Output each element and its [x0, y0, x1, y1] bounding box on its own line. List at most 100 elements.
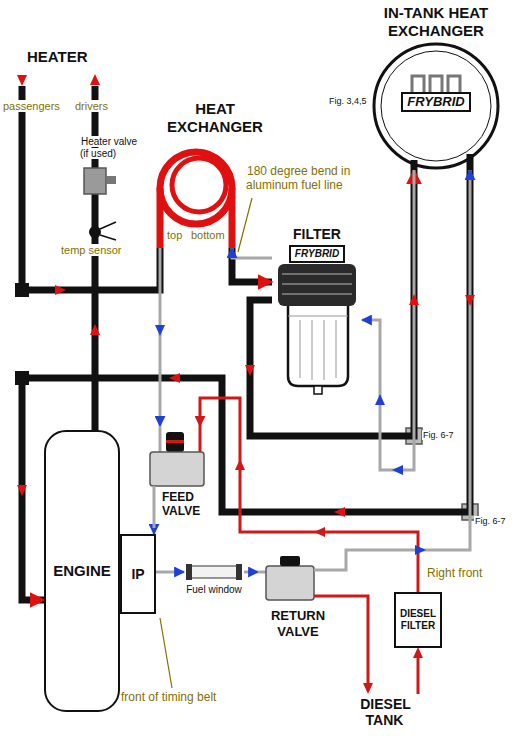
- fuel-filter-art: [314, 386, 322, 394]
- heater-valve: [106, 176, 116, 184]
- return-valve: RETURN VALVE: [258, 556, 338, 652]
- fuel-window-art: [188, 566, 240, 578]
- fuel-filter-art: [278, 264, 356, 306]
- temp-sensor: [89, 226, 101, 238]
- part-label: HEATER: [26, 48, 89, 65]
- node-label: DIESEL FILTER: [396, 608, 440, 632]
- hose-note: passengers: [2, 100, 61, 113]
- diesel-filter: DIESEL FILTER: [394, 592, 442, 648]
- diesel-line: [417, 658, 420, 694]
- figure-ref: Fig. 6-7: [422, 430, 455, 441]
- coolant-arrow: [90, 324, 100, 335]
- node-label: FILTER: [272, 226, 362, 243]
- fuel-line: [156, 571, 184, 574]
- coolant-hose: [232, 248, 272, 282]
- hose-note: drivers: [74, 100, 109, 113]
- fuel-filter-art: [288, 306, 348, 386]
- coolant-arrow: [169, 373, 180, 383]
- diesel-arrow: [413, 647, 423, 658]
- fuel-arrow: [155, 325, 165, 336]
- heat-exchanger-coil-art: [160, 188, 232, 248]
- fuel-arrow: [392, 465, 403, 475]
- fuel-line: [232, 248, 272, 258]
- coolant-hose: [22, 86, 160, 290]
- return-valve-art: [314, 569, 338, 572]
- fuel-window-art: [184, 560, 244, 604]
- feed-valve-art: [166, 432, 184, 452]
- feed-valve: FEED VALVE: [140, 426, 210, 528]
- part-note: temp sensor: [60, 244, 123, 256]
- part-label: Heater valve (if used): [80, 136, 146, 160]
- fuel-window: Fuel window: [184, 560, 244, 604]
- brand-plate: FRYBRID: [401, 92, 471, 112]
- diesel-arrow: [314, 527, 325, 537]
- feed-valve-art: [166, 440, 184, 443]
- port-label: bottom: [190, 229, 226, 242]
- part-label: DIESEL TANK: [359, 696, 411, 728]
- diesel-arrow: [235, 459, 245, 470]
- hose-note: drivers: [74, 100, 109, 112]
- brand-plate: FRYBRID: [289, 245, 345, 263]
- fuel-filter: FILTER FRYBRID: [272, 226, 362, 396]
- fuel-filter-art: [288, 316, 348, 380]
- coolant-arrow: [90, 74, 100, 85]
- fuel-window-art: [236, 564, 242, 580]
- node-label: ENGINE: [53, 562, 111, 580]
- temp-sensor: [100, 222, 116, 240]
- figure-ref: Fig. 3,4,5: [328, 96, 368, 107]
- node-label: HEAT EXCHANGER: [150, 100, 280, 136]
- node-label: Fuel window: [184, 584, 244, 596]
- node-label: IP: [131, 566, 144, 583]
- in-tank-heat-exchanger: IN-TANK HEAT EXCHANGER FRYBRID: [368, 4, 504, 170]
- figure-ref: Fig. 6-7: [474, 516, 507, 526]
- figure-ref: Fig. 6-7: [474, 516, 507, 527]
- part-label: HEATER: [26, 48, 89, 66]
- port-label: top: [166, 229, 183, 242]
- in-tank-heat-exchanger-art: [374, 44, 498, 168]
- figure-ref: Fig. 6-7: [422, 430, 455, 440]
- node-label: RETURN VALVE: [258, 608, 338, 640]
- in-tank-heat-exchanger-art: [381, 51, 491, 161]
- diesel-line: [200, 398, 418, 592]
- coolant-arrow: [17, 485, 27, 496]
- leader-line: [160, 618, 172, 688]
- location-note: Right front: [426, 566, 483, 580]
- coolant-arrow: [465, 295, 475, 306]
- fuel-line: [244, 571, 258, 574]
- temp-sensor: [89, 222, 116, 240]
- diesel-line: [338, 596, 368, 684]
- engine-block: ENGINE: [44, 430, 120, 712]
- feed-valve-art: [153, 486, 156, 528]
- part-note: temp sensor: [60, 244, 123, 257]
- port-label: top: [166, 229, 183, 241]
- heat-exchanger-coil-art: [160, 152, 232, 224]
- hose-elbow: [15, 283, 29, 297]
- coolant-arrow: [245, 365, 255, 376]
- return-valve-art: [314, 595, 338, 598]
- fuel-arrow: [415, 545, 426, 555]
- feed-valve-art: [199, 426, 202, 452]
- leader-line: [238, 198, 252, 252]
- heater-valve: [84, 168, 116, 194]
- callout-note: 180 degree bend in aluminum fuel line: [246, 164, 350, 192]
- node-label: IN-TANK HEAT EXCHANGER: [368, 4, 504, 40]
- feed-valve-art: [159, 426, 162, 452]
- figure-ref: Fig. 3,4,5: [328, 96, 368, 106]
- feed-valve-art: [150, 452, 204, 486]
- callout-note: front of timing belt: [120, 690, 217, 704]
- port-label: bottom: [190, 229, 226, 241]
- heater-valve: [84, 168, 106, 194]
- fuel-filter-art: [282, 274, 352, 294]
- leader-line: [160, 198, 252, 688]
- coolant-arrow: [409, 294, 419, 305]
- hose-note: passengers: [2, 100, 61, 112]
- fuel-window-art: [186, 564, 192, 580]
- fuel-arrow: [375, 394, 385, 405]
- coolant-arrow: [17, 75, 27, 86]
- in-tank-heat-exchanger-art: [414, 154, 470, 170]
- heat-exchanger-coil-art: [172, 158, 226, 212]
- return-valve-art: [266, 566, 314, 600]
- return-valve-art: [280, 556, 300, 566]
- coolant-arrow: [334, 507, 345, 517]
- coolant-hose: [250, 170, 414, 436]
